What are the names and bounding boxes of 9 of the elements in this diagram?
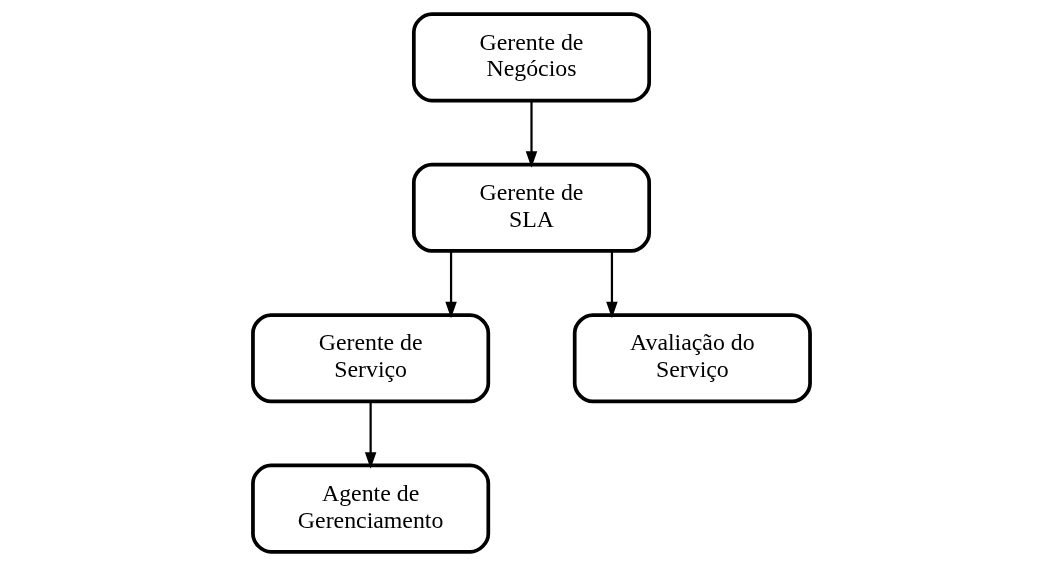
arrow	[444, 251, 457, 319]
arrow	[605, 251, 618, 319]
node-box: Avaliação do Serviço	[572, 313, 812, 404]
arrow	[364, 401, 376, 469]
arrow	[525, 100, 537, 168]
node-box: Agente de Gerenciamento	[250, 463, 490, 554]
node-box: Gerente de Serviço	[250, 313, 490, 404]
node-box: Gerente de Negócios	[411, 12, 651, 103]
node-box: Gerente de SLA	[411, 162, 651, 253]
